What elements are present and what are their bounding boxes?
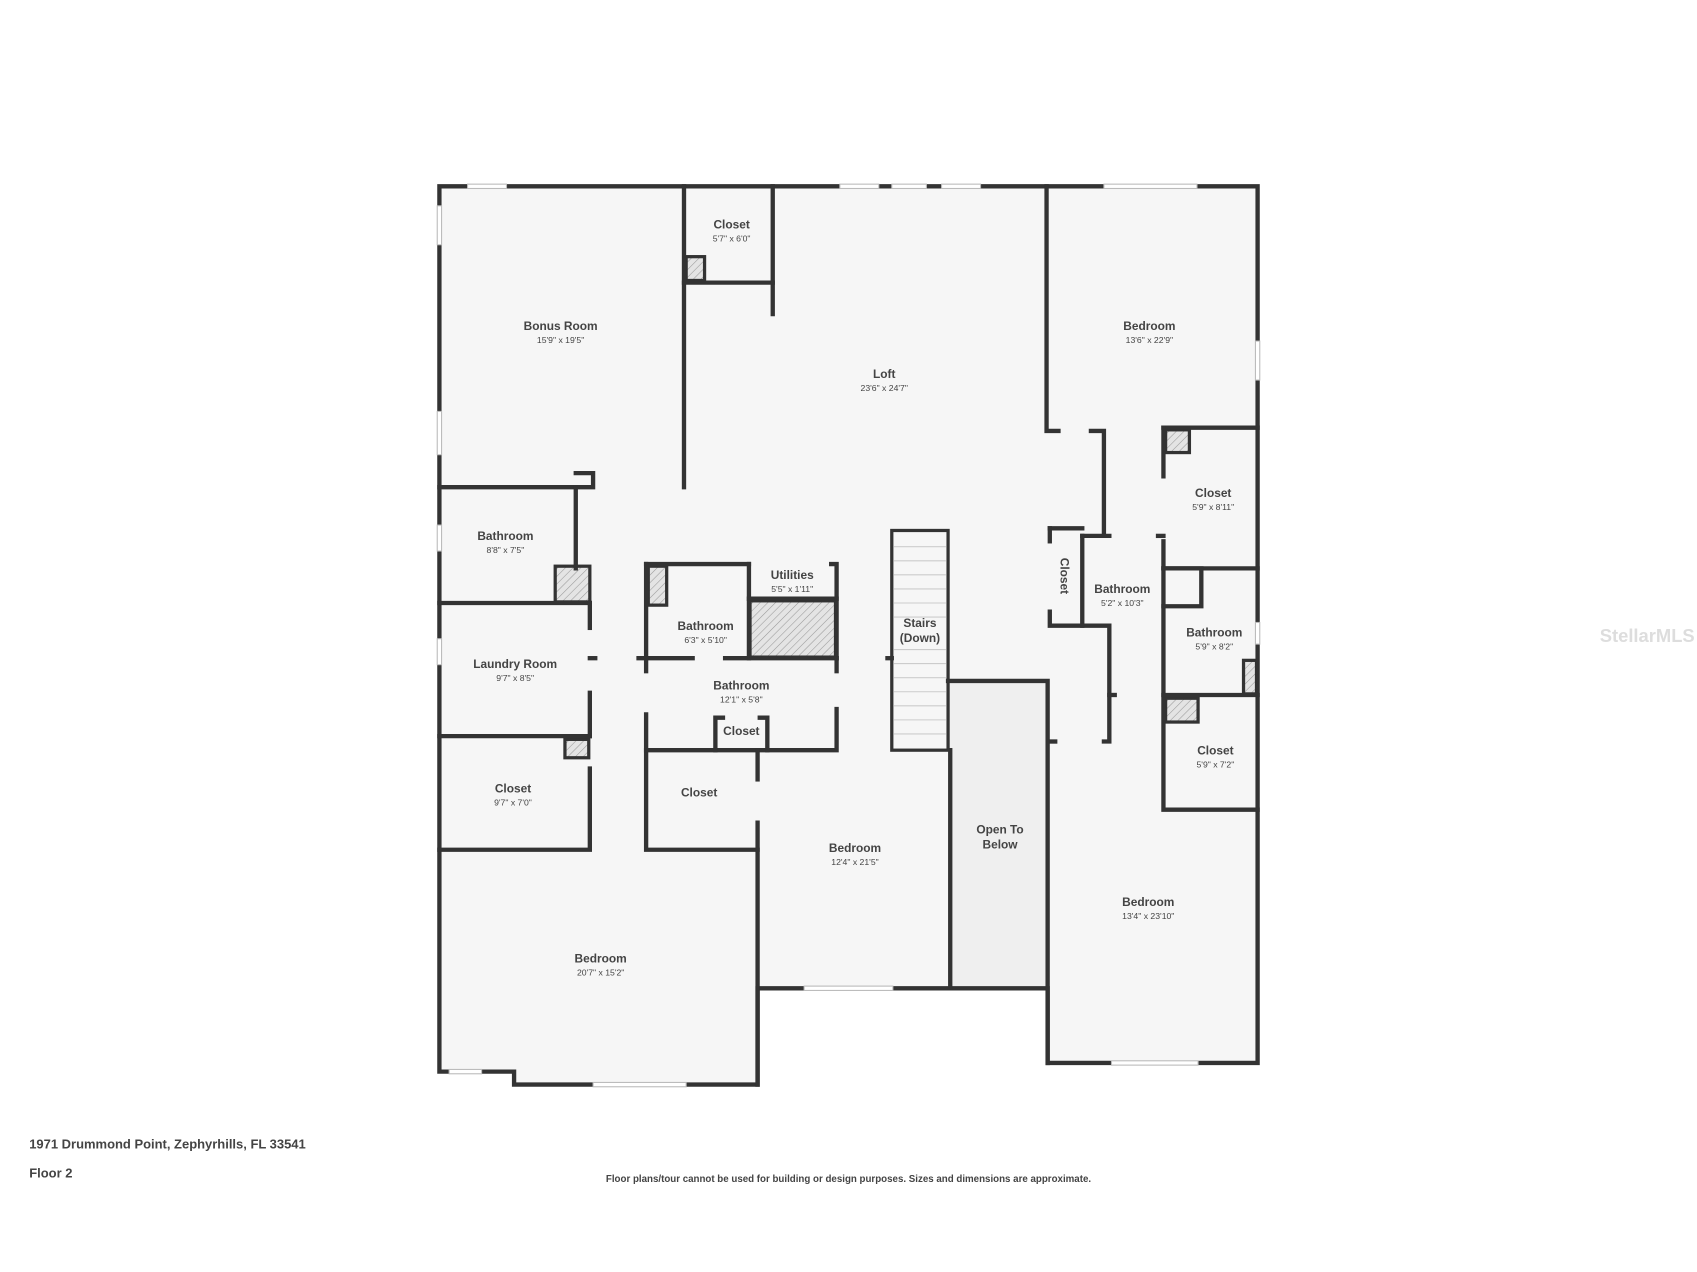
room-name: Bathroom (477, 529, 533, 543)
room-dims: 5'7" x 6'0" (713, 234, 751, 244)
room-name: Bedroom (1123, 319, 1175, 333)
room-name: Bathroom (1094, 582, 1150, 596)
room-dims: 5'5" x 1'11" (771, 584, 813, 594)
floor-label: Floor 2 (29, 1166, 72, 1181)
open-to-below-label: Below (983, 838, 1019, 852)
open-to-below-label: Open To (976, 823, 1023, 837)
walls (437, 184, 1260, 1087)
room-dims: 15'9" x 19'5" (537, 335, 584, 345)
room-name: Closet (681, 786, 717, 800)
windows (436, 183, 1261, 1088)
room-name: Closet (1195, 486, 1231, 500)
address: 1971 Drummond Point, Zephyrhills, FL 335… (29, 1136, 306, 1151)
stairs (890, 528, 950, 752)
room-dims: 6'3" x 5'10" (684, 635, 727, 645)
room-name: Closet (1058, 558, 1072, 594)
open-to-below-area (948, 680, 1048, 989)
room-dims: 13'6" x 22'9" (1126, 335, 1173, 345)
room-name: Bonus Room (524, 319, 598, 333)
room-dims: 5'9" x 8'11" (1192, 502, 1234, 512)
room-name: Laundry Room (473, 657, 557, 671)
room-name: Bathroom (1186, 626, 1242, 640)
room-dims: 5'9" x 8'2" (1195, 642, 1233, 652)
room-name: Utilities (771, 568, 814, 582)
room-name: Bedroom (575, 951, 627, 965)
room-dims: 12'1" x 5'8" (720, 695, 763, 705)
stairs-label: Stairs (903, 616, 936, 630)
room-name: Closet (495, 781, 531, 795)
floor-area (439, 186, 1258, 1085)
room-dims: 9'7" x 8'5" (496, 673, 534, 683)
room-name: Closet (723, 724, 759, 738)
room-dims: 13'4" x 23'10" (1122, 911, 1174, 921)
room-dims: 23'6" x 24'7" (861, 383, 908, 393)
room-labels: Closet 5'7" x 6'0" Bonus Room 15'9" x 19… (473, 218, 1242, 978)
room-name: Closet (1197, 744, 1233, 758)
room-dims: 5'2" x 10'3" (1101, 598, 1144, 608)
watermark: StellarMLS (1600, 625, 1695, 646)
room-name: Closet (713, 218, 749, 232)
room-dims: 8'8" x 7'5" (487, 545, 525, 555)
room-name: Bathroom (713, 679, 769, 693)
room-dims: 5'9" x 7'2" (1196, 759, 1234, 769)
room-name: Bathroom (678, 619, 734, 633)
room-dims: 12'4" x 21'5" (831, 857, 878, 867)
disclaimer: Floor plans/tour cannot be used for buil… (606, 1174, 1091, 1185)
hatched-shafts (553, 255, 1259, 760)
room-dims: 9'7" x 7'0" (494, 797, 532, 807)
room-name: Loft (873, 367, 895, 381)
room-name: Bedroom (1122, 895, 1174, 909)
room-name: Bedroom (829, 841, 881, 855)
stairs-label: (Down) (900, 631, 940, 645)
room-dims: 20'7" x 15'2" (577, 967, 624, 977)
